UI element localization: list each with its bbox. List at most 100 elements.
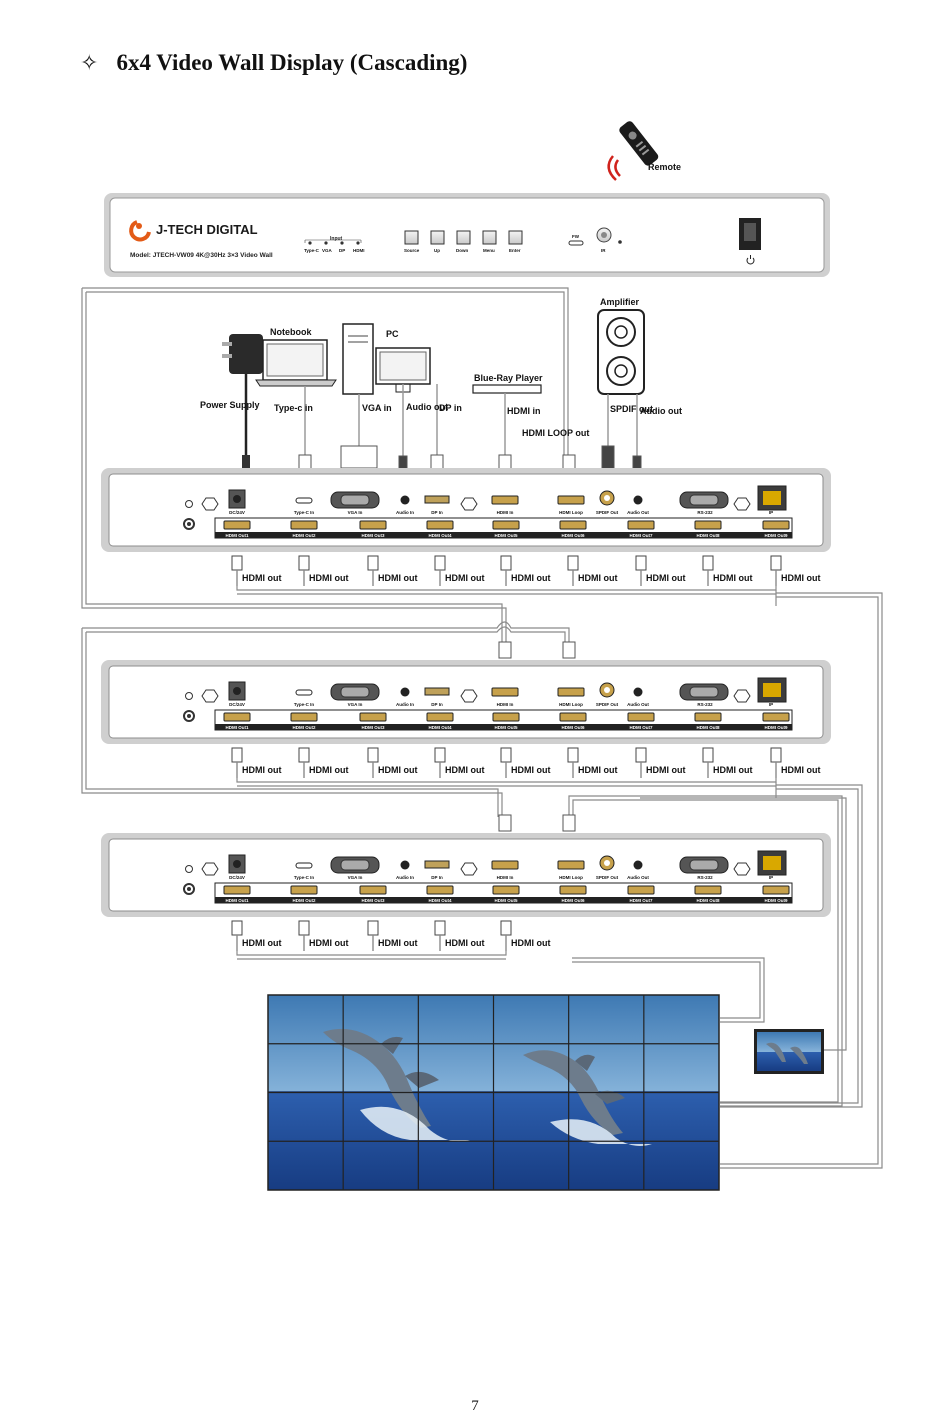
remote-label: Remote xyxy=(648,162,681,172)
led-label-0: Type-C xyxy=(304,248,320,253)
output-label: HDMI Out3 xyxy=(362,533,385,538)
output-label: HDMI Out6 xyxy=(562,533,585,538)
output-label: HDMI Out1 xyxy=(226,898,249,903)
output-label: HDMI Out8 xyxy=(697,725,720,730)
hdmi-out-port xyxy=(762,712,790,722)
port-label: Type-C In xyxy=(294,702,314,707)
hdmi-out-port xyxy=(492,885,520,895)
dp-port xyxy=(424,495,450,504)
front-buttons: Source Up Down Menu Enter xyxy=(404,230,523,253)
hdmi-out-port xyxy=(426,885,454,895)
cable-hdmi-loop-label: HDMI LOOP out xyxy=(522,428,589,438)
audio-out-port xyxy=(633,860,643,870)
hdmi-plug xyxy=(298,747,310,763)
hdmi-out-port xyxy=(290,520,318,530)
cable-audio-out-label: Audio out xyxy=(406,402,448,412)
port-label: DC/24V xyxy=(229,875,245,880)
hdmi-out-label: HDMI out xyxy=(578,765,618,775)
hdmi-out-port xyxy=(359,885,387,895)
dolphin-left xyxy=(323,1028,470,1142)
fw-port xyxy=(568,240,584,246)
output-label: HDMI Out1 xyxy=(226,725,249,730)
hdmi-out-label: HDMI out xyxy=(378,938,418,948)
output-label: HDMI Out8 xyxy=(697,898,720,903)
front-panel: J-TECH DIGITAL Model: JTECH-VW09 4K@30Hz… xyxy=(104,193,830,277)
port-label: IP xyxy=(769,875,773,880)
input-title: Input xyxy=(330,236,343,242)
port-label: Audio Out xyxy=(627,510,649,515)
pc-label: PC xyxy=(386,329,399,339)
output-label: HDMI Out5 xyxy=(495,533,518,538)
amplifier: Amplifier xyxy=(597,297,645,395)
button-label-up: Up xyxy=(434,248,440,253)
cable-spdif-label: SPDIF out xyxy=(610,404,653,414)
dp-port xyxy=(424,687,450,696)
hdmi-out-label: HDMI out xyxy=(511,573,551,583)
output-label: HDMI Out2 xyxy=(293,725,316,730)
output-label: HDMI Out9 xyxy=(765,898,788,903)
sources: Power Supply Notebook PC Blue-Ray Player xyxy=(200,297,682,473)
hdmi-in-plug xyxy=(498,814,512,832)
type-c-port xyxy=(295,497,313,504)
led-label-1: VGA xyxy=(322,248,333,253)
down-button[interactable] xyxy=(456,230,471,245)
output-label: HDMI Out3 xyxy=(362,725,385,730)
hdmi-plug xyxy=(702,555,714,571)
source-button[interactable] xyxy=(404,230,419,245)
up-button[interactable] xyxy=(430,230,445,245)
remote: Remote xyxy=(607,121,681,181)
hdmi-out-port xyxy=(694,520,722,530)
hdmi-plug xyxy=(367,920,379,936)
power-supply-label: Power Supply xyxy=(200,400,260,410)
ir-label: IR xyxy=(601,248,606,253)
port-label: Audio Out xyxy=(627,875,649,880)
hdmi-out-port xyxy=(559,885,587,895)
output-label: HDMI Out8 xyxy=(697,533,720,538)
port-label: IP xyxy=(769,702,773,707)
output-label: HDMI Out9 xyxy=(765,725,788,730)
cable-vga-label: VGA in xyxy=(362,403,392,413)
hdmi-plug xyxy=(500,747,512,763)
hdmi-loop-port xyxy=(557,687,585,697)
output-label: HDMI Out6 xyxy=(562,898,585,903)
port-label: SPDIF Out xyxy=(596,875,619,880)
hdmi-in-port xyxy=(491,495,519,505)
port-label: VGA In xyxy=(348,510,363,515)
dp-port xyxy=(424,860,450,869)
cable-type-c-label: Type-c in xyxy=(274,403,313,413)
hdmi-out-label: HDMI out xyxy=(578,573,618,583)
heading-title: 6x4 Video Wall Display (Cascading) xyxy=(116,50,468,75)
page-heading: ✧ 6x4 Video Wall Display (Cascading) xyxy=(80,50,467,76)
audio-in-port xyxy=(400,495,410,505)
output-label: HDMI Out4 xyxy=(429,533,452,538)
hdmi-loop-plug xyxy=(562,814,576,832)
port-label: Audio Out xyxy=(627,702,649,707)
led-label-2: DP xyxy=(339,248,345,253)
port-label: DP In xyxy=(431,875,443,880)
hdmi-plug xyxy=(298,920,310,936)
hdmi-out-port xyxy=(627,885,655,895)
fw-label: FW xyxy=(572,234,580,239)
enter-button[interactable] xyxy=(508,230,523,245)
menu-button[interactable] xyxy=(482,230,497,245)
hdmi-out-label: HDMI out xyxy=(445,765,485,775)
port-label: DP In xyxy=(431,510,443,515)
port-label: HDMI In xyxy=(497,875,514,880)
output-label: HDMI Out4 xyxy=(429,725,452,730)
port-label: DC/24V xyxy=(229,702,245,707)
hdmi-out-label: HDMI out xyxy=(309,938,349,948)
notebook-label: Notebook xyxy=(270,327,312,337)
hdmi-out-port xyxy=(492,712,520,722)
hdmi-plug xyxy=(231,555,243,571)
notebook: Notebook xyxy=(255,327,337,387)
port-label: RS-232 xyxy=(697,510,713,515)
hdmi-out-port xyxy=(290,712,318,722)
hdmi-out-port xyxy=(359,520,387,530)
output-label: HDMI Out7 xyxy=(630,725,653,730)
port-label: HDMI Loop xyxy=(559,875,583,880)
hdmi-out-port xyxy=(627,712,655,722)
loop-cables xyxy=(81,287,843,1107)
hdmi-out-label: HDMI out xyxy=(309,765,349,775)
